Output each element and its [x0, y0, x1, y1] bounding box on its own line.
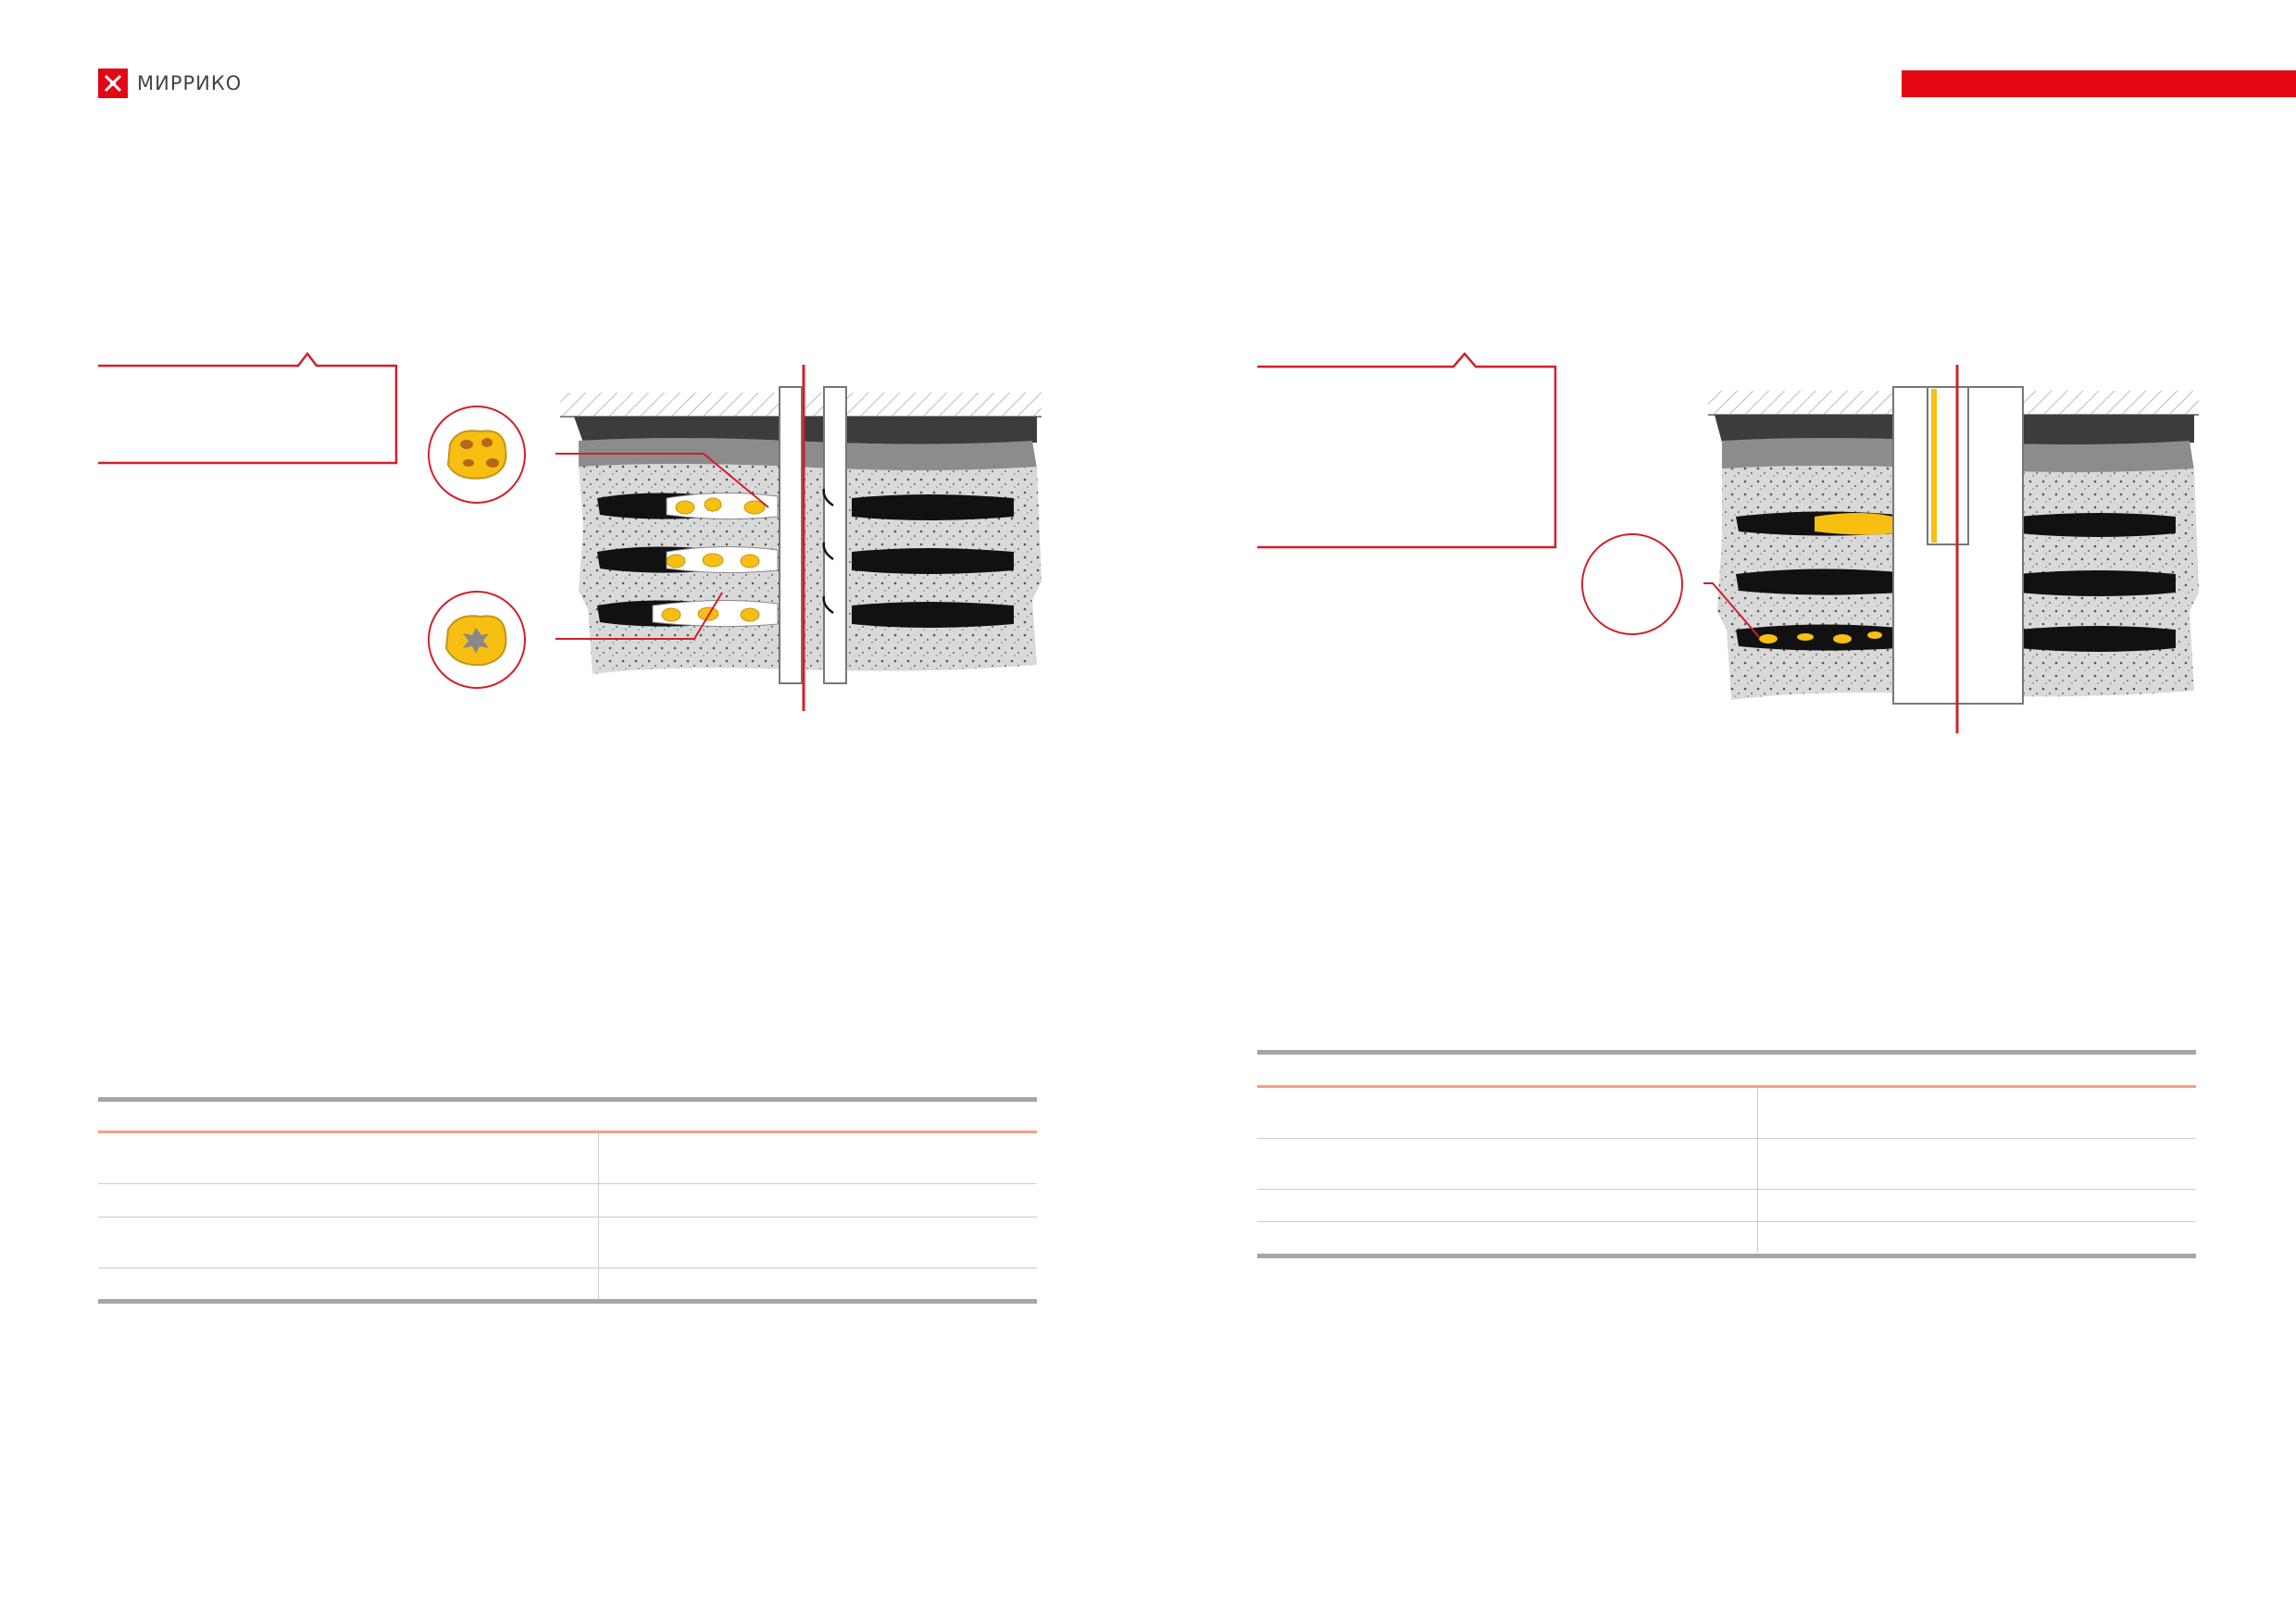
table-cell: [1257, 1189, 1758, 1222]
detail-circle-empty-icon: [1581, 533, 1683, 635]
left-spec-table: [98, 1133, 1037, 1300]
table-row: [1257, 1221, 2197, 1254]
table-cell: [98, 1268, 599, 1300]
table-cell: [1257, 1088, 1758, 1139]
table-cell: [1257, 1221, 1758, 1253]
left-table-bottom-rule: [98, 1299, 1037, 1304]
table-cell: [598, 1133, 1037, 1184]
brand-name: МИРРИКО: [137, 72, 243, 94]
table-row: [1257, 1088, 2196, 1139]
table-cell: [599, 1268, 1038, 1301]
table-cell: [1757, 1088, 2196, 1139]
brand-logo: МИРРИКО: [98, 69, 242, 98]
right-spec-table: [1257, 1088, 2196, 1253]
table-row: [98, 1133, 1037, 1184]
left-text-callout-frame: [98, 351, 398, 465]
table-cell: [98, 1183, 599, 1218]
table-cell: [598, 1183, 1037, 1218]
table-row: [98, 1217, 1037, 1268]
detail-circle-particles-icon: [428, 406, 526, 504]
table-cell: [598, 1217, 1037, 1268]
right-table-top-rule: [1257, 1050, 2196, 1055]
left-table-top-rule: [98, 1097, 1037, 1102]
right-well-diagram: [1703, 365, 2199, 733]
right-text-callout-frame: [1257, 352, 1557, 549]
left-well-diagram: [555, 365, 1042, 711]
table-cell: [98, 1217, 599, 1268]
mirriko-logo-icon: [98, 69, 128, 98]
table-cell: [98, 1133, 599, 1184]
left-table-header-rule: [98, 1131, 1037, 1133]
detail-circle-gel-icon: [428, 591, 526, 689]
right-table-header-rule: [1257, 1085, 2196, 1088]
table-row: [98, 1268, 1038, 1301]
right-table-bottom-rule: [1257, 1254, 2196, 1258]
table-cell: [1757, 1189, 2196, 1222]
table-cell: [1757, 1138, 2196, 1190]
table-row: [1257, 1138, 2196, 1190]
table-row: [98, 1183, 1037, 1218]
table-cell: [1257, 1138, 1758, 1190]
header-accent-bar: [1902, 70, 2296, 97]
table-cell: [1758, 1222, 2197, 1254]
table-row: [1257, 1189, 2196, 1222]
